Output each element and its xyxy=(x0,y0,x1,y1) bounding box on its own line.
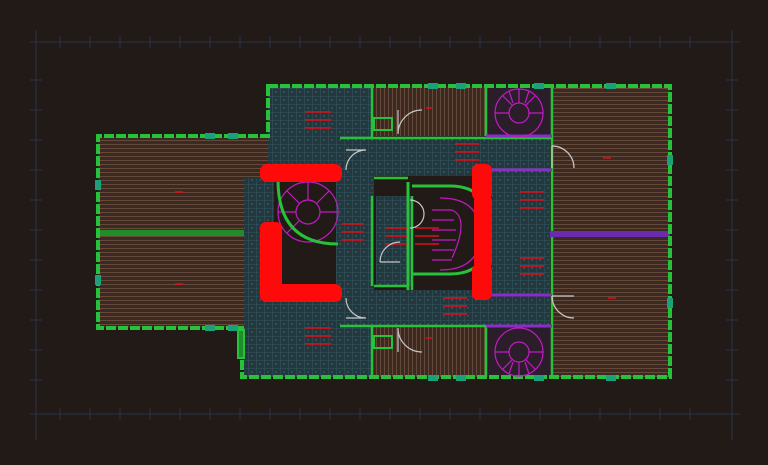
small-rooms xyxy=(372,86,552,377)
fixtures xyxy=(237,117,393,359)
door-swing-icon xyxy=(345,109,575,353)
right-lower-room xyxy=(552,237,670,377)
red-highlight-markup xyxy=(260,164,492,302)
dimension-lines xyxy=(30,30,740,440)
central-corridor xyxy=(244,86,550,377)
left-upper-room xyxy=(98,137,268,230)
columns xyxy=(95,83,673,381)
red-annotations xyxy=(175,107,616,345)
left-wing-rooms xyxy=(98,137,268,328)
left-stair-wall xyxy=(276,179,339,246)
purple-walls xyxy=(486,134,552,328)
left-lower-room xyxy=(98,236,268,328)
exterior-walls xyxy=(96,84,672,379)
spiral-stair-icon xyxy=(277,88,544,377)
